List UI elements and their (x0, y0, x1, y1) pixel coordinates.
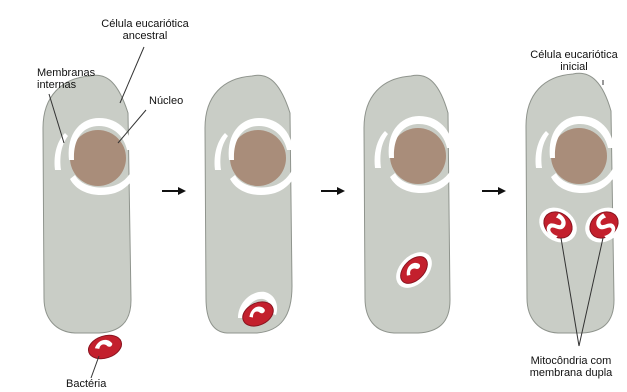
cell-1-body (43, 75, 131, 333)
cell-1-nucleus (70, 130, 126, 186)
bacterium-outside-body (85, 331, 124, 362)
ancestral-cell-label: Célula eucariótica ancestral (70, 18, 220, 42)
mitochondria-label: Mitocôndria com membrana dupla (521, 355, 621, 379)
early-cell-label-line-1: Célula eucariótica (524, 49, 624, 61)
cell-1 (43, 75, 139, 333)
cell-2-body (205, 75, 292, 333)
mitochondria-label-line-1: Mitocôndria com (521, 355, 621, 367)
cell-2 (205, 75, 299, 333)
bacteria-leader (91, 356, 99, 378)
early-cell-label-line-2: inicial (524, 61, 624, 73)
membranes-label-line-2: internas (37, 79, 95, 91)
arrow-3 (482, 187, 506, 195)
nucleus-label: Núcleo (149, 95, 183, 107)
bacteria-label: Bactéria (66, 378, 106, 390)
cell-3-body (364, 75, 450, 333)
early-cell-label: Célula eucariótica inicial (524, 49, 624, 73)
cell-3-nucleus (390, 128, 446, 184)
nucleus-label-text: Núcleo (149, 95, 183, 107)
cell-4-nucleus (551, 128, 607, 184)
membranes-label-line-1: Membranas (37, 67, 95, 79)
cell-2-nucleus (230, 130, 286, 186)
arrow-1 (162, 187, 186, 195)
arrow-2 (321, 187, 345, 195)
ancestral-cell-label-line-1: Célula eucariótica (70, 18, 220, 30)
ancestral-cell-label-line-2: ancestral (70, 30, 220, 42)
membranes-label: Membranas internas (37, 67, 95, 91)
bacteria-label-text: Bactéria (66, 378, 106, 390)
ancestral-cell-leader (120, 47, 144, 103)
mitochondria-label-line-2: membrana dupla (521, 367, 621, 379)
cell-3 (364, 75, 459, 333)
bacterium-outside (85, 331, 124, 362)
cell-4 (526, 73, 620, 333)
